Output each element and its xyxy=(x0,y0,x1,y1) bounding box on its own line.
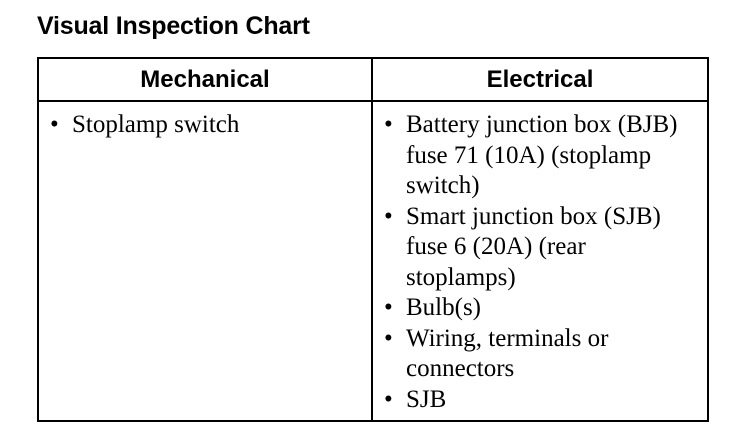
mechanical-list: Stoplamp switch xyxy=(39,102,371,141)
electrical-column-header: Electrical xyxy=(371,57,709,102)
table-row: Stoplamp switch Battery junction box (BJ… xyxy=(37,100,709,422)
mechanical-cell: Stoplamp switch xyxy=(37,100,373,422)
mechanical-column-header: Mechanical xyxy=(37,57,373,102)
list-item: Stoplamp switch xyxy=(47,110,361,141)
table-header-row: Mechanical Electrical xyxy=(37,57,709,102)
list-item: Smart junction box (SJB) fuse 6 (20A) (r… xyxy=(381,202,697,294)
list-item: Battery junction box (BJB) fuse 71 (10A)… xyxy=(381,110,697,202)
list-item: Wiring, terminals or connectors xyxy=(381,324,697,385)
list-item: Bulb(s) xyxy=(381,293,697,324)
electrical-list: Battery junction box (BJB) fuse 71 (10A)… xyxy=(373,102,707,415)
list-item: SJB xyxy=(381,385,697,416)
electrical-cell: Battery junction box (BJB) fuse 71 (10A)… xyxy=(371,100,709,422)
page-title: Visual Inspection Chart xyxy=(37,12,310,40)
visual-inspection-table: Mechanical Electrical Stoplamp switch Ba… xyxy=(37,57,709,422)
